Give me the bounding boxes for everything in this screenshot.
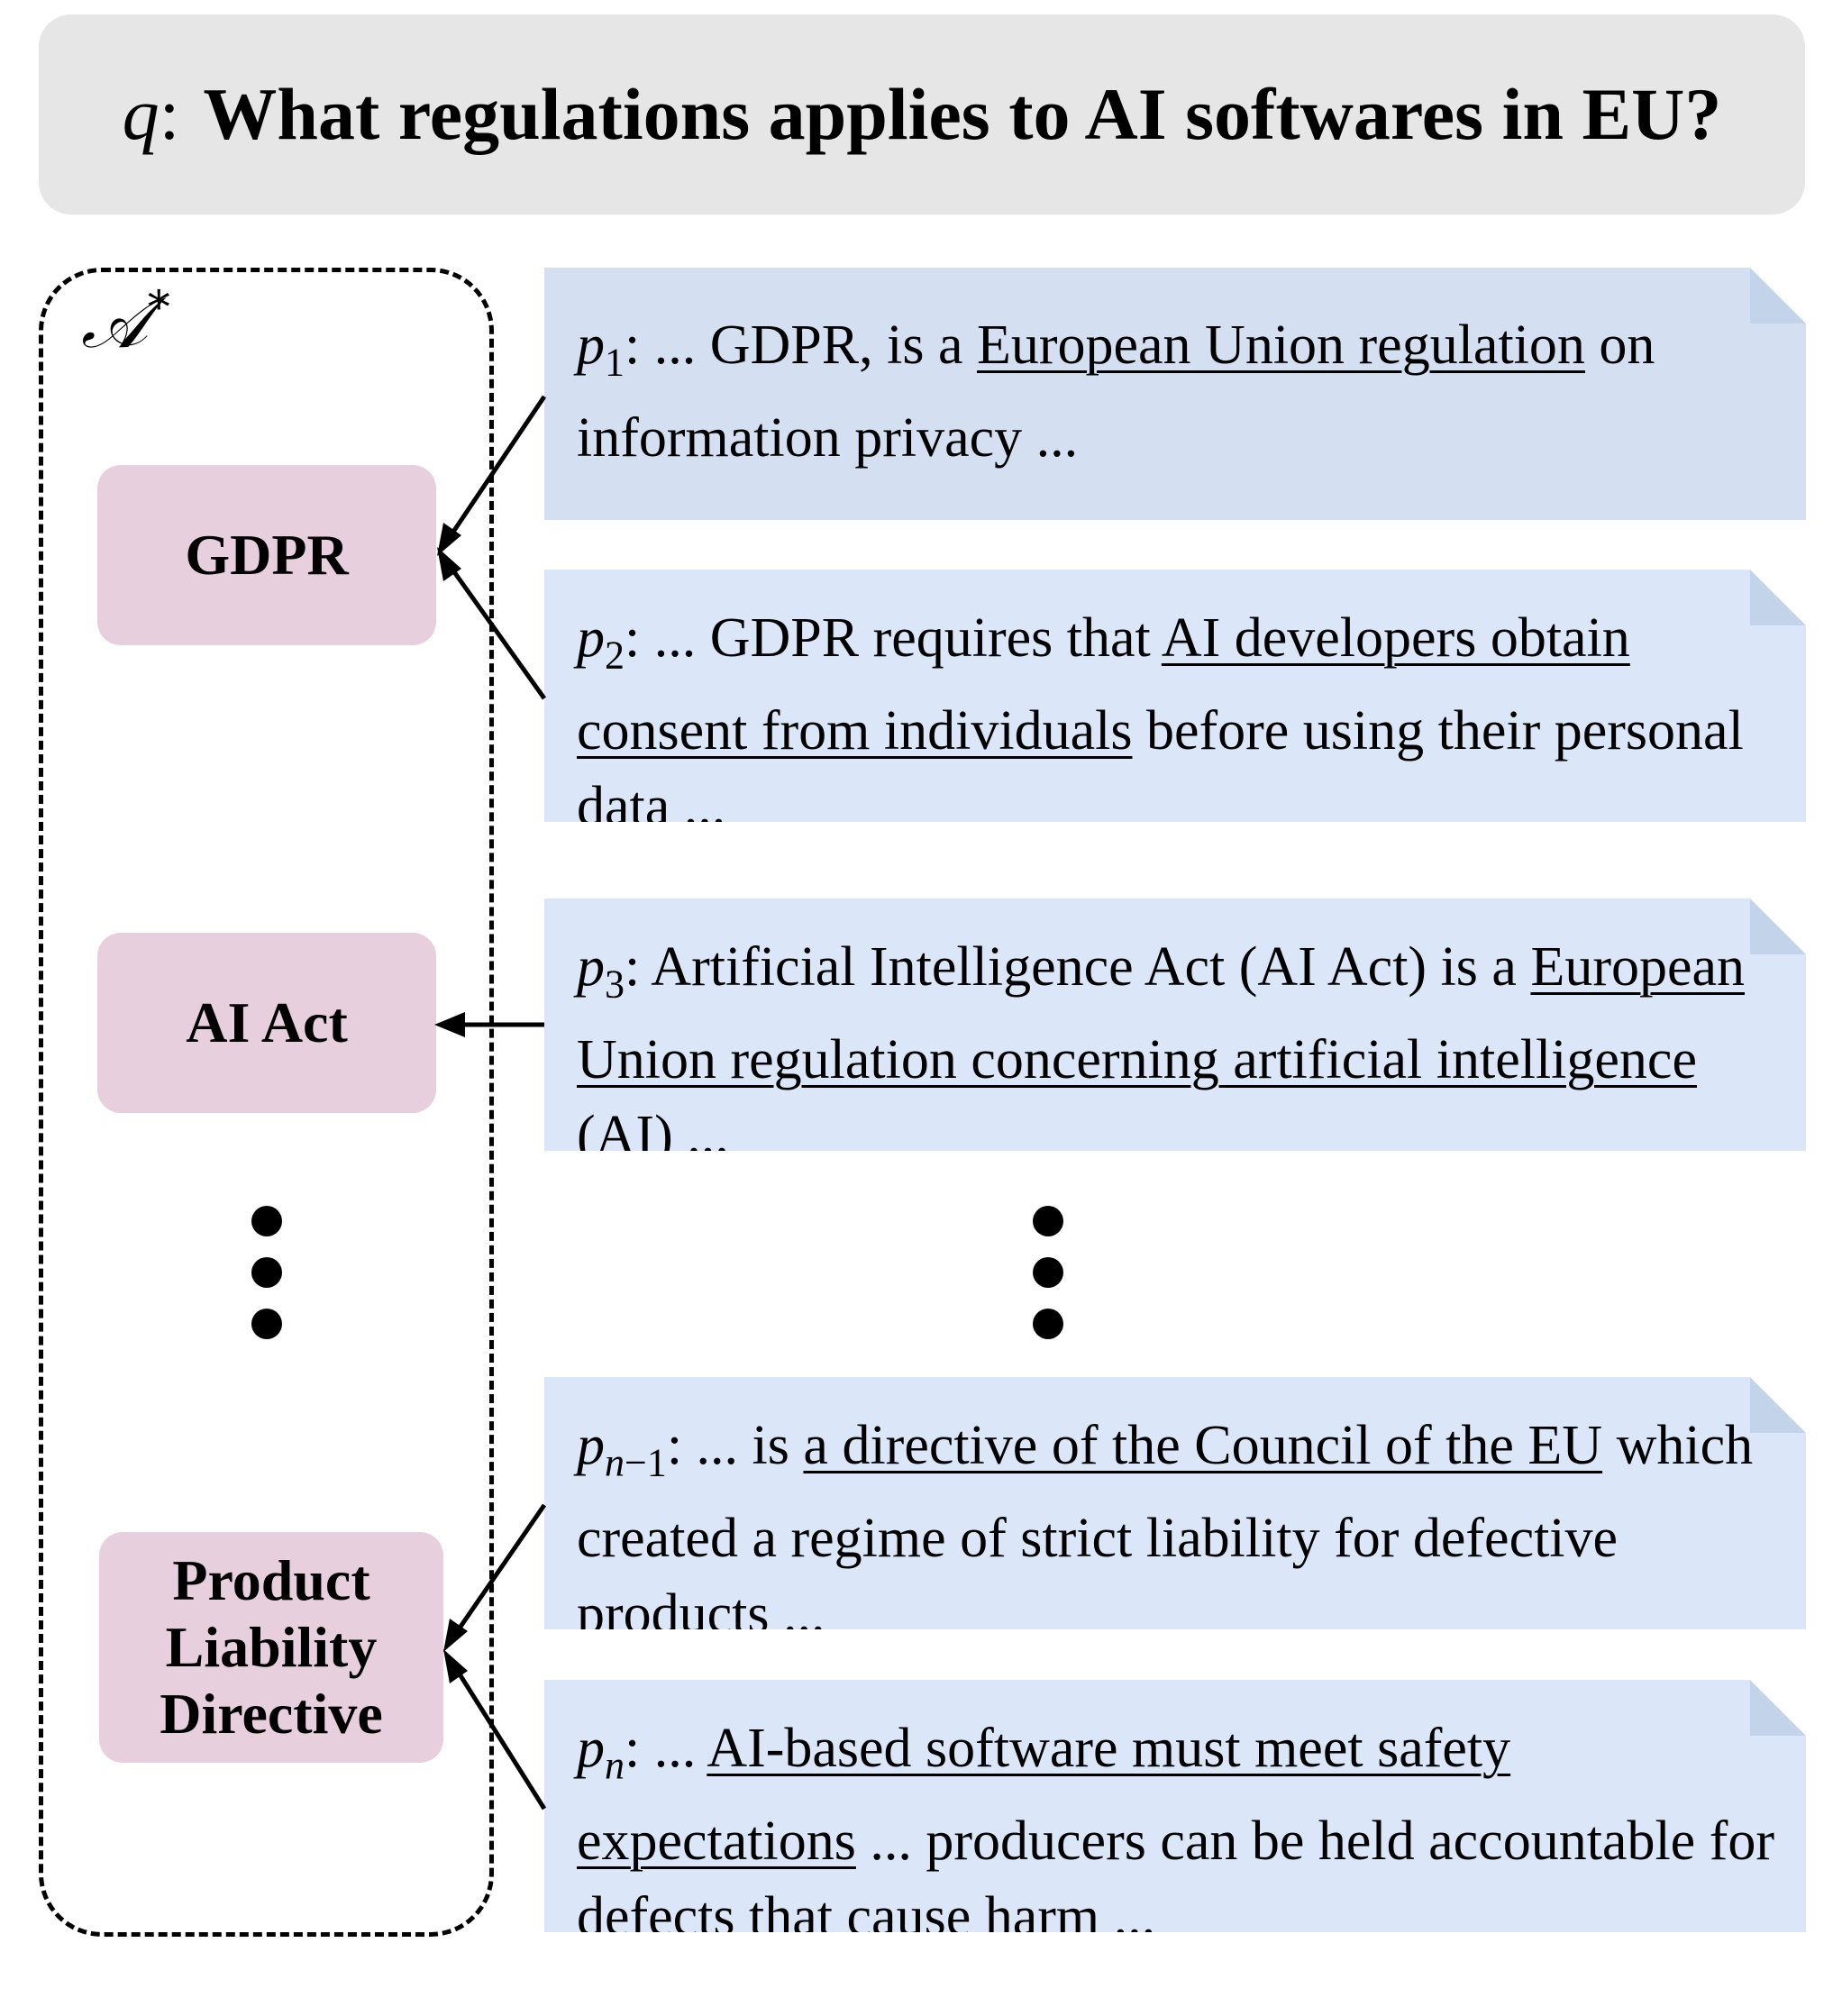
- passage-pn-highlight: AI-based software must meet safety expec…: [577, 1718, 1511, 1873]
- passage-p2-highlight: AI developers obtain consent from indivi…: [577, 607, 1630, 762]
- query-text: What regulations applies to AI softwares…: [203, 73, 1722, 155]
- passage-pn: pn: ... AI-based software must meet safe…: [544, 1680, 1806, 1932]
- passage-p3-highlight: European Union regulation concerning art…: [577, 936, 1746, 1167]
- answer-set-label: 𝒜*: [81, 281, 170, 364]
- arrowhead-pn-minus-1: [443, 1619, 468, 1652]
- arrowhead-p3: [434, 1012, 465, 1037]
- entity-pld-line-2: Liability: [165, 1615, 378, 1679]
- ellipsis-dot-right-2: [1033, 1257, 1063, 1288]
- entity-pld-line-1: Product: [172, 1548, 370, 1612]
- arrowhead-p2: [437, 547, 461, 581]
- query-colon: :: [159, 73, 180, 155]
- entity-gdpr: GDPR: [97, 465, 436, 645]
- arrow-p2-to-gdpr: [443, 559, 547, 700]
- arrowhead-pn: [443, 1649, 468, 1683]
- passage-p1-highlight: European Union regulation: [976, 315, 1585, 376]
- arrow-p1-to-gdpr: [443, 395, 547, 544]
- ellipsis-dot-right-1: [1033, 1206, 1063, 1236]
- arrow-pn-minus-1-to-pld: [450, 1503, 547, 1640]
- ellipsis-dot-left-1: [251, 1206, 282, 1236]
- arrow-pn-to-pld: [450, 1661, 547, 1811]
- arrowhead-p1: [437, 523, 461, 556]
- answer-set-label-sup: *: [147, 281, 170, 333]
- passage-p3-var: p3: [577, 936, 625, 1007]
- entity-pld-line-3: Directive: [160, 1682, 383, 1746]
- entity-product-liability-directive: Product Liability Directive: [99, 1532, 443, 1763]
- passage-p1-var: p1: [577, 315, 625, 385]
- ellipsis-dot-right-3: [1033, 1309, 1063, 1339]
- ellipsis-dot-left-3: [251, 1309, 282, 1339]
- entity-ai-act: AI Act: [97, 933, 436, 1113]
- entity-gdpr-label: GDPR: [185, 523, 349, 587]
- passage-pn-var: pn: [577, 1718, 625, 1788]
- passage-p1: p1: ... GDPR, is a European Union regula…: [544, 268, 1806, 520]
- passage-pn-minus-1-var: pn−1: [577, 1415, 667, 1485]
- entity-ai-act-label: AI Act: [186, 990, 348, 1054]
- passage-pn-minus-1-highlight: a directive of the Council of the EU: [803, 1415, 1603, 1476]
- passage-p2-var: p2: [577, 607, 625, 678]
- passage-p2: p2: ... GDPR requires that AI developers…: [544, 570, 1806, 822]
- ellipsis-dot-left-2: [251, 1257, 282, 1288]
- passage-p3: p3: Artificial Intelligence Act (AI Act)…: [544, 899, 1806, 1151]
- query-box: q: What regulations applies to AI softwa…: [39, 14, 1805, 214]
- query-variable: q: [122, 73, 160, 155]
- answer-set-container: [39, 268, 494, 1937]
